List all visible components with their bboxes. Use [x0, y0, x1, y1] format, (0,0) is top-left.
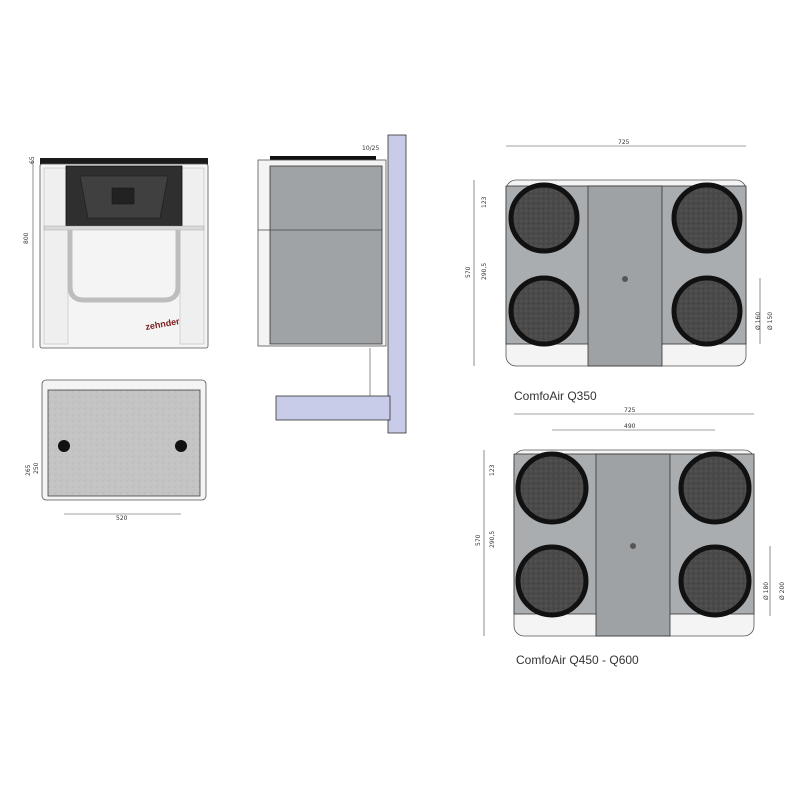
q450-caption: ComfoAir Q450 - Q600 [516, 653, 639, 667]
top-port-left [58, 440, 70, 452]
q350-dim-290: 290,5 [481, 263, 488, 280]
top-panel [47, 389, 201, 497]
q350-port-top-right [671, 182, 743, 254]
front-dim-top: 65 [29, 156, 36, 164]
q350-port-bottom-right [671, 275, 743, 347]
q350-port-bottom-left [508, 275, 580, 347]
q450-port-bottom-left [515, 544, 589, 618]
front-left-post [43, 167, 69, 345]
q350-dim-width: 725 [618, 139, 630, 146]
q350-dim-d160: Ø 160 [755, 312, 762, 330]
side-dim-gap: 10/25 [362, 145, 379, 152]
q350-view: 725 570 123 290,5 Ø 160 Ø 150 ComfoAir Q… [465, 139, 774, 403]
q450-dim-d200: Ø 200 [779, 582, 786, 600]
top-view: 265 250 520 [25, 379, 207, 522]
front-right-post [179, 167, 205, 345]
q350-dim-570: 570 [465, 266, 472, 278]
q450-dim-123: 123 [489, 464, 496, 476]
front-dim-height: 800 [23, 232, 30, 244]
top-port-right [175, 440, 187, 452]
q450-dim-width: 725 [624, 407, 636, 414]
q350-center-screw [622, 276, 628, 282]
q350-dim-d150: Ø 150 [767, 312, 774, 330]
q450-port-bottom-right [678, 544, 752, 618]
front-handle-opening [67, 230, 181, 303]
side-body [269, 165, 383, 345]
front-view: zehnder 65 800 [23, 156, 209, 349]
q450-port-top-right [678, 451, 752, 525]
side-view: 10/25 [257, 134, 407, 434]
q450-port-top-left [515, 451, 589, 525]
q350-dim-123: 123 [481, 196, 488, 208]
top-dim-width: 520 [116, 515, 128, 522]
wall-bracket [275, 395, 391, 421]
q450-view: 725 490 570 123 290,5 Ø 180 Ø 200 ComfoA… [475, 407, 786, 667]
front-display-icon [111, 187, 135, 205]
top-dim-a: 265 [25, 464, 32, 476]
q450-dim-d180: Ø 180 [763, 582, 770, 600]
q450-dim-490: 490 [624, 423, 636, 430]
top-dim-b: 250 [33, 462, 40, 474]
q350-port-top-left [508, 182, 580, 254]
q450-dim-290: 290,5 [489, 531, 496, 548]
q450-dim-570: 570 [475, 534, 482, 546]
q450-center-screw [630, 543, 636, 549]
wall-vertical [387, 134, 407, 434]
front-top-strip [40, 158, 208, 168]
q350-caption: ComfoAir Q350 [514, 389, 597, 403]
front-divider [43, 225, 205, 231]
